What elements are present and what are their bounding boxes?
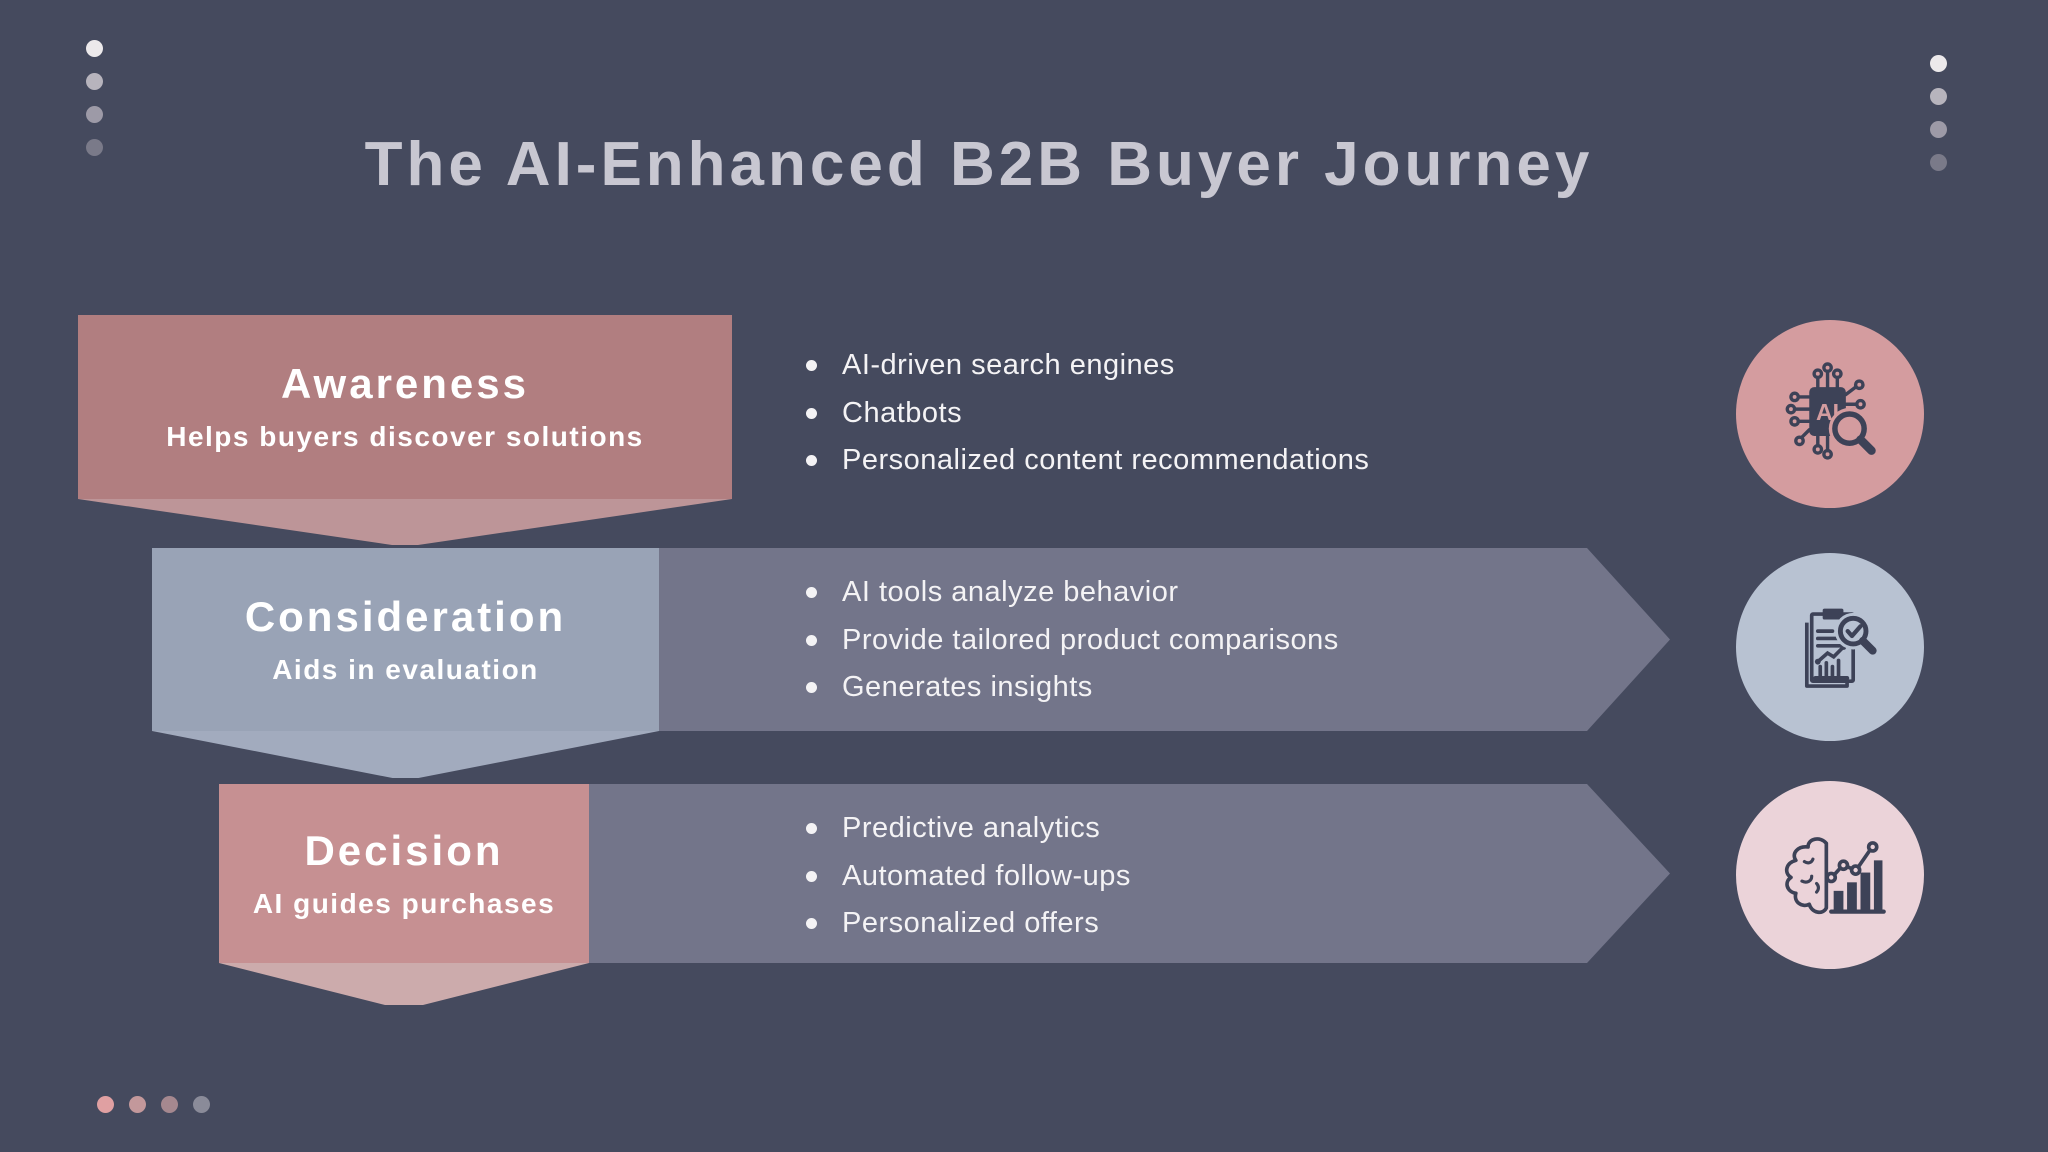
list-item: AI tools analyze behavior: [806, 569, 1339, 617]
stage-description: Aids in evaluation: [272, 653, 539, 685]
decision-bullet-list: Predictive analytics Automated follow-up…: [806, 805, 1131, 948]
stage-banner-pennant-tip: [152, 731, 659, 778]
list-item: AI-driven search engines: [806, 342, 1369, 390]
dot: [1930, 121, 1947, 138]
dot: [86, 73, 103, 90]
decision-arrow-band: [540, 784, 1670, 963]
list-item: Personalized content recommendations: [806, 437, 1369, 485]
dot: [1930, 88, 1947, 105]
stage-description: Helps buyers discover solutions: [166, 421, 644, 453]
stage-name: Decision: [304, 826, 504, 874]
stage-name: Consideration: [244, 592, 567, 640]
top-left-dots-decoration: [86, 40, 103, 156]
consideration-bullet-list: AI tools analyze behavior Provide tailor…: [806, 569, 1339, 712]
stage-description: AI guides purchases: [252, 887, 556, 919]
bottom-left-dots-decoration: [97, 1096, 210, 1113]
list-item: Personalized offers: [806, 900, 1131, 948]
dot: [1930, 55, 1947, 72]
stage-banner-rect: Decision AI guides purchases: [219, 784, 589, 963]
awareness-icon-circle: AI: [1736, 320, 1924, 508]
list-item: Predictive analytics: [806, 805, 1131, 853]
stage-banner-pennant-tip: [219, 963, 589, 1005]
list-item: Generates insights: [806, 664, 1339, 712]
consideration-icon-circle: [1736, 553, 1924, 741]
dot: [86, 139, 103, 156]
stage-banner-rect: Consideration Aids in evaluation: [152, 548, 659, 731]
ai-chip-search-icon: AI: [1785, 362, 1881, 460]
dot: [193, 1096, 210, 1113]
dot: [1930, 154, 1947, 171]
brain-chart-icon: [1784, 837, 1886, 915]
stage-banner-decision: Decision AI guides purchases: [219, 784, 589, 1005]
dot: [161, 1096, 178, 1113]
stage-banner-consideration: Consideration Aids in evaluation: [152, 548, 659, 778]
decision-icon-circle: [1736, 781, 1924, 969]
dot: [97, 1096, 114, 1113]
consideration-arrow-band: [600, 548, 1670, 731]
stage-banner-pennant-tip: [78, 499, 732, 545]
list-item: Automated follow-ups: [806, 853, 1131, 901]
list-item: Provide tailored product comparisons: [806, 617, 1339, 665]
dot: [129, 1096, 146, 1113]
stage-banner-rect: Awareness Helps buyers discover solution…: [78, 315, 732, 499]
stage-banner-awareness: Awareness Helps buyers discover solution…: [78, 315, 732, 545]
dot: [86, 40, 103, 57]
top-right-dots-decoration: [1930, 55, 1947, 171]
report-analysis-icon: [1804, 608, 1882, 688]
page-title: The AI-Enhanced B2B Buyer Journey: [364, 130, 1594, 199]
list-item: Chatbots: [806, 390, 1369, 438]
awareness-bullet-list: AI-driven search engines Chatbots Person…: [806, 342, 1369, 485]
dot: [86, 106, 103, 123]
stage-name: Awareness: [280, 360, 530, 408]
